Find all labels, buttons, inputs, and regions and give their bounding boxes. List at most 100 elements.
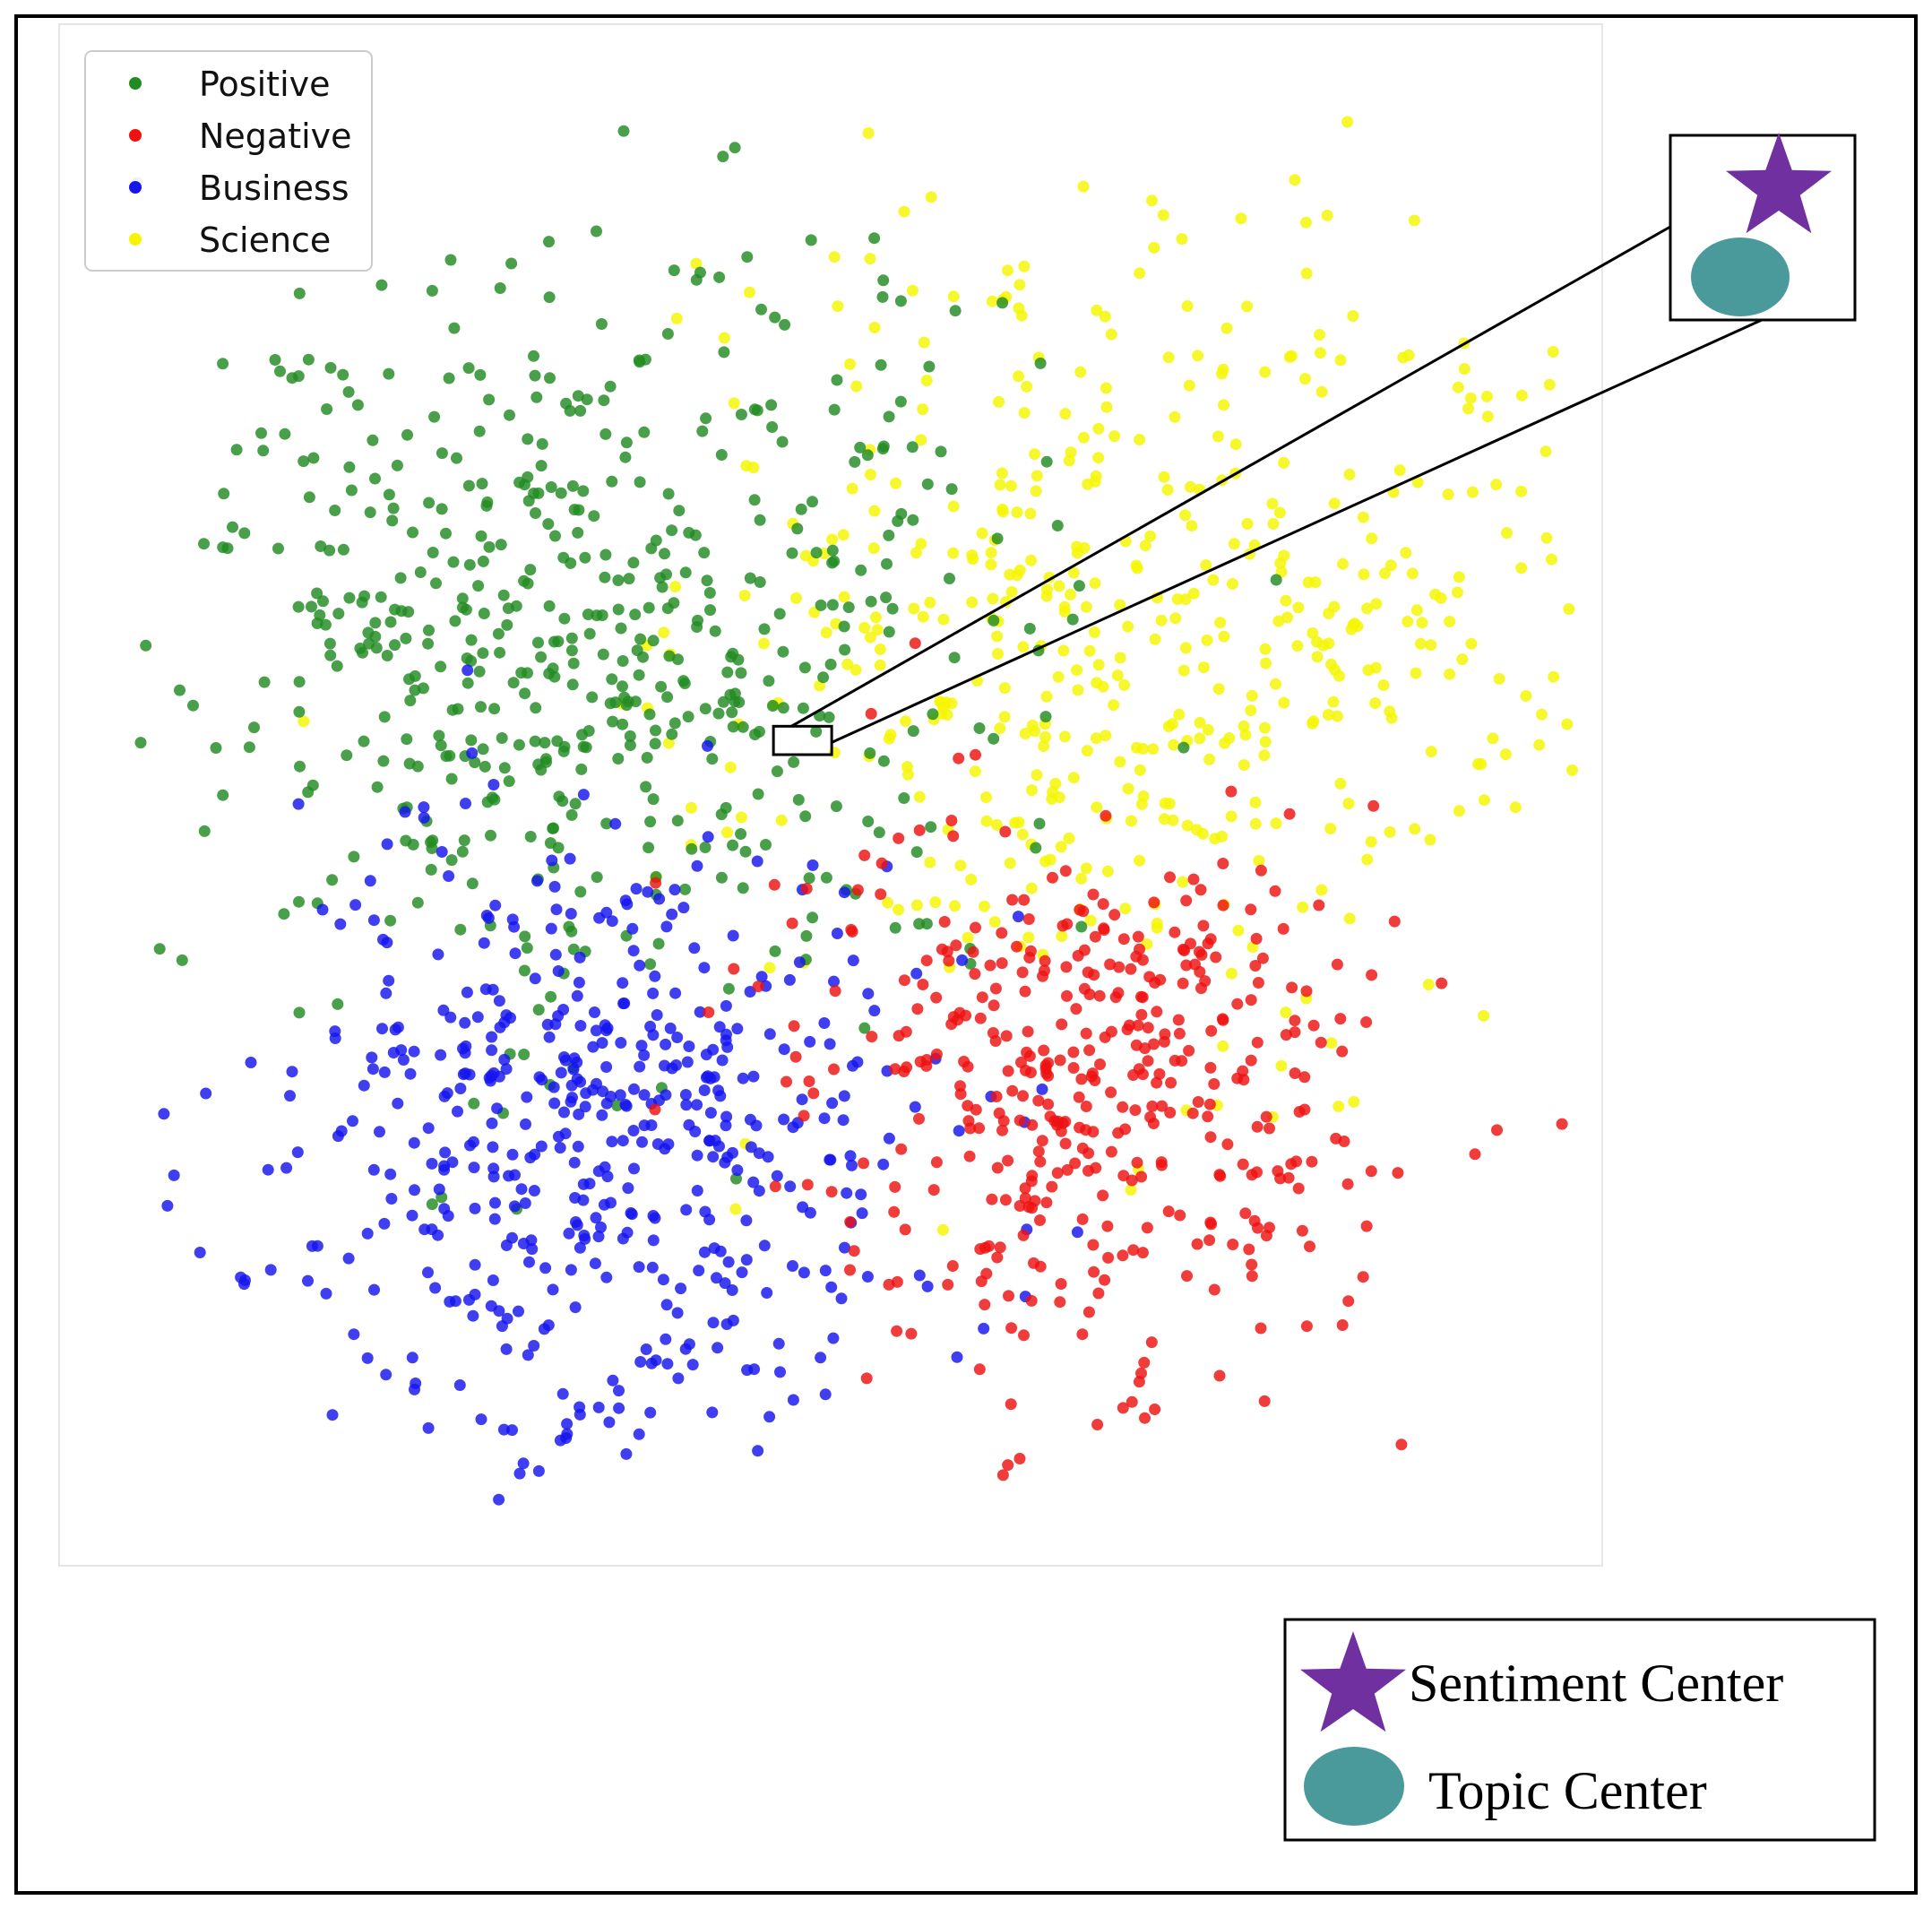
data-point <box>937 613 950 626</box>
data-point <box>669 581 682 592</box>
data-point <box>391 459 403 471</box>
data-point <box>575 763 588 775</box>
data-point <box>1291 640 1304 652</box>
data-point <box>768 878 781 891</box>
data-point <box>583 627 596 640</box>
data-point <box>1144 530 1157 542</box>
data-point <box>844 358 856 370</box>
data-point <box>1194 732 1206 745</box>
data-point <box>706 1406 719 1419</box>
data-point <box>803 1075 815 1087</box>
data-point <box>469 1288 481 1300</box>
data-point <box>479 760 491 773</box>
data-point <box>1321 209 1333 221</box>
data-point <box>1250 932 1263 945</box>
data-point <box>1108 430 1121 443</box>
sentiment-center-label: Sentiment Center <box>1409 1654 1783 1713</box>
data-point <box>991 1162 1004 1174</box>
data-point <box>535 460 548 472</box>
data-point <box>600 817 613 830</box>
data-point <box>198 825 211 837</box>
data-point <box>329 1032 341 1044</box>
data-point <box>1130 1039 1143 1051</box>
data-point <box>1255 864 1267 877</box>
data-point <box>615 1037 627 1049</box>
data-point <box>592 1401 605 1413</box>
data-point <box>691 1099 703 1111</box>
data-point <box>649 1212 661 1224</box>
data-point <box>1034 1214 1046 1226</box>
data-point <box>625 1207 637 1219</box>
data-point <box>898 974 910 987</box>
data-point <box>810 547 823 559</box>
data-point <box>606 915 618 928</box>
data-point <box>176 954 188 966</box>
data-point <box>1315 884 1328 896</box>
data-point <box>990 1091 1003 1102</box>
data-point <box>1258 749 1271 762</box>
data-point <box>1097 898 1109 911</box>
data-point <box>564 404 576 417</box>
data-point <box>1013 1114 1026 1127</box>
data-point <box>929 896 942 909</box>
data-point <box>1029 448 1041 461</box>
data-point <box>791 523 804 535</box>
data-point <box>361 1227 374 1240</box>
data-point <box>508 1200 521 1213</box>
data-point <box>449 1295 461 1308</box>
data-point <box>1237 1158 1249 1170</box>
data-point <box>452 1105 463 1118</box>
data-point <box>1067 1046 1080 1058</box>
data-point <box>1334 1013 1347 1025</box>
data-point <box>985 558 997 571</box>
data-point <box>518 574 530 587</box>
data-point <box>461 986 473 998</box>
data-point <box>495 539 507 551</box>
data-point <box>828 975 840 988</box>
data-point <box>387 1047 400 1058</box>
data-point <box>839 1241 850 1254</box>
data-point <box>1248 1214 1261 1227</box>
data-point <box>846 482 858 495</box>
data-point <box>361 1352 374 1364</box>
data-point <box>467 1309 479 1322</box>
data-point <box>838 620 850 633</box>
data-point <box>1324 823 1337 834</box>
data-point <box>850 663 862 676</box>
data-point <box>1259 366 1272 378</box>
data-point <box>476 478 488 490</box>
data-point <box>680 1204 693 1216</box>
data-point <box>915 538 927 550</box>
data-point <box>1218 630 1230 643</box>
data-point <box>558 740 571 753</box>
data-point <box>1315 385 1328 398</box>
data-point <box>408 1136 420 1149</box>
data-point <box>1481 410 1494 423</box>
data-point <box>1252 977 1264 989</box>
data-point <box>469 1258 481 1271</box>
data-point <box>1392 1167 1404 1179</box>
data-point <box>984 959 996 972</box>
data-point <box>1365 1165 1377 1178</box>
data-point <box>462 362 475 375</box>
data-point <box>1123 1019 1135 1032</box>
data-point <box>796 1093 808 1106</box>
data-point <box>161 1199 174 1212</box>
data-point <box>698 962 711 974</box>
data-point <box>920 918 933 930</box>
data-point <box>945 815 958 826</box>
data-point <box>898 792 910 804</box>
data-point <box>1065 588 1076 600</box>
data-point <box>677 675 690 687</box>
data-point <box>892 515 904 527</box>
data-point <box>1108 699 1120 712</box>
data-point <box>535 651 548 663</box>
data-point <box>1015 1056 1027 1068</box>
data-point <box>1047 871 1058 884</box>
data-point <box>518 1049 530 1060</box>
data-point <box>647 635 660 647</box>
data-point <box>1039 954 1051 967</box>
data-point <box>860 1372 873 1385</box>
data-point <box>1466 486 1479 498</box>
data-point <box>194 1247 206 1258</box>
